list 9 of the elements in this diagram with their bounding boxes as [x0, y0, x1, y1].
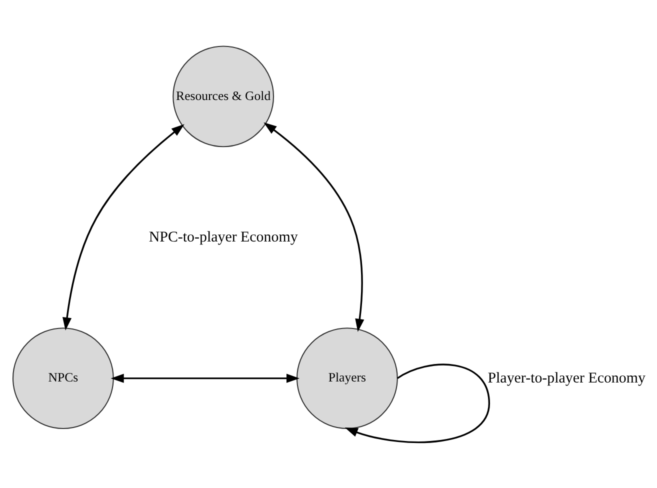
node-circle: Resources & Gold: [172, 45, 274, 147]
arrow: [62, 124, 184, 330]
node-circle: Players: [296, 327, 398, 429]
arrow: [264, 122, 364, 332]
arrow: [344, 363, 490, 443]
edge-label: Player-to-player Economy: [488, 370, 646, 386]
label: NPC-to-player Economy: [148, 228, 298, 245]
node-circle: NPCs: [12, 327, 114, 429]
arrow: [110, 373, 300, 382]
